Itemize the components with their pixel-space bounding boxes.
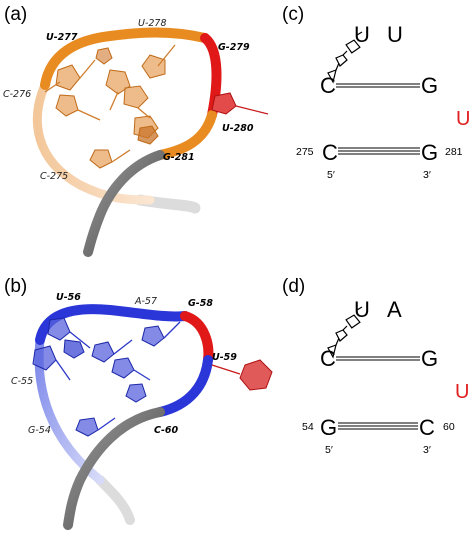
panel-d: (d) U A C G U 54 G C 60 5′ 3′ <box>282 276 469 456</box>
panel-c-bulge: U <box>456 108 470 130</box>
panel-b-highlight-segment <box>180 311 214 365</box>
panel-b-blue-down <box>155 355 213 417</box>
panel-d-bottom-right: C <box>419 415 435 440</box>
panel-b-flipped-base-u59 <box>239 359 273 391</box>
panel-a-flipped-base-u280 <box>211 92 237 115</box>
panel-c-top-base-2: U <box>387 22 403 47</box>
panel-c-num-right: 281 <box>445 146 463 158</box>
panel-a-letter: (a) <box>4 4 27 25</box>
panel-b-letter: (b) <box>4 276 27 297</box>
panel-c-bottom-bond <box>338 147 420 155</box>
panel-a-orange-down <box>155 110 217 160</box>
panel-d-num-left: 54 <box>302 421 314 433</box>
panel-d-letter: (d) <box>282 276 305 297</box>
panel-a-flipped-base-link <box>235 105 269 115</box>
panel-a-stem <box>83 150 165 257</box>
panel-a-light-backbone <box>32 80 155 205</box>
panel-c-pair-bond <box>336 83 420 88</box>
panel-d-bottom-left: G <box>320 415 337 440</box>
label-u278: U-278 <box>138 18 167 29</box>
panel-d-pair-right: G <box>421 346 438 371</box>
label-u56: U-56 <box>56 292 81 303</box>
label-g54: G-54 <box>28 425 51 436</box>
label-a57: A-57 <box>134 296 157 307</box>
label-g281: G-281 <box>163 152 195 163</box>
panel-b: (b) U-56 A-57 G-58 C-5 <box>4 276 273 530</box>
panel-c-top-base-1: U <box>354 22 370 47</box>
label-g279: G-279 <box>218 42 250 53</box>
panel-c-bottom-right: G <box>421 140 438 165</box>
label-c60: C-60 <box>154 425 179 436</box>
panel-d-5-end: 5′ <box>325 444 333 456</box>
panel-a-loop-backbone <box>40 27 210 90</box>
panel-d-bottom-bond <box>338 422 418 430</box>
panel-c-3-end: 3′ <box>423 169 431 181</box>
panel-c-letter: (c) <box>282 4 304 25</box>
label-u277: U-277 <box>46 32 78 43</box>
panel-b-loop-backbone <box>35 304 190 345</box>
panel-c-pair-right: G <box>421 73 438 98</box>
label-g58: G-58 <box>188 298 213 309</box>
panel-d-top-base-2: A <box>387 297 402 322</box>
panel-d-pair-bond <box>336 356 420 361</box>
panel-c-5-end: 5′ <box>327 169 335 181</box>
panel-d-3-end: 3′ <box>423 444 431 456</box>
panel-a-bases <box>55 47 166 169</box>
panel-b-bases <box>32 317 165 437</box>
panel-b-stem <box>63 407 165 530</box>
label-u280: U-280 <box>222 123 254 134</box>
label-u59: U-59 <box>212 352 237 363</box>
panel-a: (a) <box>3 4 269 257</box>
panel-d-num-right: 60 <box>443 421 455 433</box>
panel-d-noncanonical-symbol <box>327 306 363 359</box>
panel-a-base-links <box>44 44 176 163</box>
panel-d-pair-left: C <box>320 346 336 371</box>
panel-b-flipped-base-link <box>211 364 241 375</box>
panel-d-top-base-1: U <box>354 297 370 322</box>
panel-c-pair-left: C <box>320 73 336 98</box>
label-c55: C-55 <box>11 376 33 387</box>
panel-c-num-left: 275 <box>296 146 314 158</box>
panel-b-base-links <box>55 321 181 431</box>
label-c276: C-276 <box>3 89 31 100</box>
panel-b-back-strand <box>95 475 135 525</box>
panel-c: (c) U U C G U 275 C G 281 5′ 3′ <box>282 4 470 181</box>
panel-c-bottom-left: C <box>322 140 338 165</box>
label-c275: C-275 <box>40 171 68 182</box>
panel-c-noncanonical-symbol <box>327 31 363 84</box>
panel-d-bulge: U <box>455 381 469 403</box>
